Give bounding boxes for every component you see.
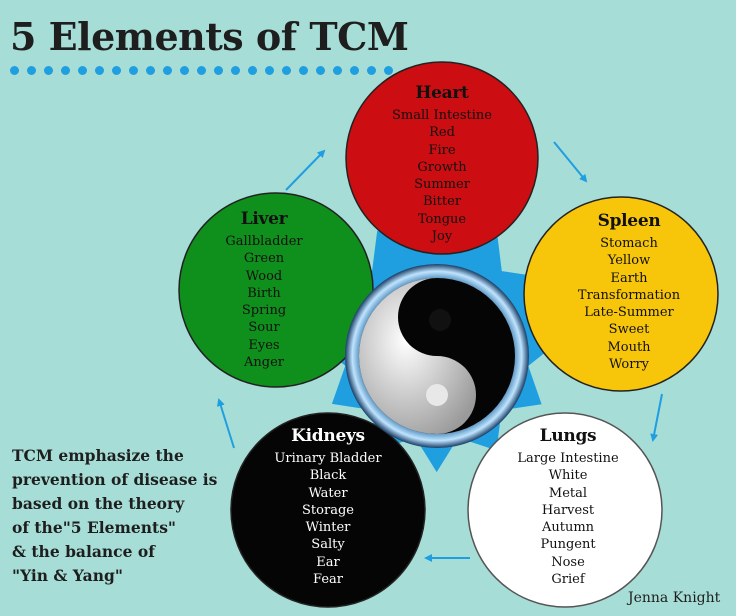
note-line: & the balance of (12, 542, 155, 561)
heart-item: Red (429, 125, 455, 141)
arrow-heart-to-spleen (553, 141, 588, 183)
liver-item: Eyes (248, 337, 280, 353)
title-dot (367, 66, 376, 75)
spleen-item: Worry (608, 357, 650, 373)
kidneys-item: Ear (316, 554, 340, 570)
heart-item: Bitter (422, 194, 462, 210)
title-dot (350, 66, 359, 75)
spleen-item: Transformation (577, 287, 681, 303)
heart-item: Fire (428, 142, 456, 158)
liver-item: Spring (241, 303, 287, 319)
arrow-spleen-to-lungs (650, 393, 663, 442)
kidneys-label-group: Kidneys Urinary Bladder Black Water Stor… (274, 426, 381, 588)
tcm-note: TCM emphasize the prevention of disease … (12, 444, 217, 588)
lungs-item: Large Intestine (517, 451, 619, 466)
title-dot (146, 66, 155, 75)
spleen-label-group: Spleen Stomach Yellow Earth Transformati… (578, 211, 680, 373)
title-dot (214, 66, 223, 75)
arrow-kidneys-to-liver (216, 398, 235, 449)
note-line: prevention of disease is (12, 470, 218, 489)
liver-item: Gallbladder (225, 234, 303, 249)
lungs-item: White (548, 468, 588, 484)
lungs-item: Metal (548, 485, 588, 501)
spleen-circle (523, 196, 719, 392)
title-dot (112, 66, 121, 75)
title-dot (61, 66, 70, 75)
kidneys-item: Salty (311, 537, 345, 553)
arrow-liver-to-heart (285, 149, 326, 191)
kidneys-item: Black (309, 468, 347, 484)
heart-item: Tongue (417, 211, 467, 227)
liver-item: Green (243, 251, 285, 267)
kidneys-title: Kidneys (291, 426, 365, 446)
lungs-title: Lungs (539, 426, 597, 446)
title-dot (316, 66, 325, 75)
spleen-item: Stomach (600, 236, 658, 251)
spleen-item: Mouth (607, 339, 651, 355)
title-dot (78, 66, 87, 75)
kidneys-item: Urinary Bladder (274, 451, 382, 466)
title-dot (197, 66, 206, 75)
spleen-item: Yellow (607, 253, 651, 269)
heart-item: Growth (417, 159, 467, 175)
heart-circle (345, 61, 539, 255)
yin-yang-icon (345, 264, 529, 448)
title-dot (299, 66, 308, 75)
lungs-item: Nose (551, 554, 585, 570)
lungs-item: Grief (551, 572, 585, 588)
kidneys-item: Winter (305, 520, 351, 536)
heart-label-group: Heart Small Intestine Red Fire Growth Su… (392, 83, 492, 245)
heart-item: Small Intestine (392, 108, 492, 123)
title-dot (282, 66, 291, 75)
kidneys-item: Storage (302, 502, 354, 518)
liver-title: Liver (240, 209, 288, 229)
spleen-item: Sweet (608, 322, 650, 338)
title-dot (384, 66, 393, 75)
liver-item: Wood (245, 268, 283, 284)
spleen-item: Earth (610, 270, 648, 286)
title-dot (10, 66, 19, 75)
title-dot (129, 66, 138, 75)
title-dot (231, 66, 240, 75)
lungs-label-group: Lungs Large Intestine White Metal Harves… (517, 426, 618, 588)
spleen-title: Spleen (597, 211, 661, 231)
author-credit: Jenna Knight (628, 590, 721, 606)
title-dot (44, 66, 53, 75)
kidneys-item: Water (308, 485, 348, 501)
title-dot (333, 66, 342, 75)
title-dot (95, 66, 104, 75)
kidneys-item: Fear (313, 572, 343, 588)
spleen-item: Late-Summer (584, 305, 674, 321)
lungs-item: Harvest (541, 502, 595, 518)
lungs-item: Pungent (540, 537, 596, 553)
liver-label-group: Liver Gallbladder Green Wood Birth Sprin… (225, 209, 302, 371)
title-dot (180, 66, 189, 75)
note-line: based on the theory (12, 494, 185, 513)
title-dot (248, 66, 257, 75)
title-dotted-underline (10, 66, 393, 75)
page-title: 5 Elements of TCM (10, 14, 409, 59)
title-dot (163, 66, 172, 75)
lungs-item: Autumn (541, 520, 595, 536)
note-line: of the"5 Elements" (12, 518, 177, 537)
heart-title: Heart (415, 83, 469, 103)
liver-item: Anger (243, 355, 284, 371)
heart-item: Summer (414, 177, 470, 193)
note-line: TCM emphasize the (12, 446, 184, 465)
liver-item: Sour (248, 320, 280, 336)
lungs-circle (467, 412, 663, 608)
title-dot (265, 66, 274, 75)
title-dot (27, 66, 36, 75)
note-line: "Yin & Yang" (12, 566, 123, 585)
kidneys-circle (230, 412, 426, 608)
liver-item: Birth (247, 285, 281, 301)
heart-item: Joy (431, 229, 453, 245)
